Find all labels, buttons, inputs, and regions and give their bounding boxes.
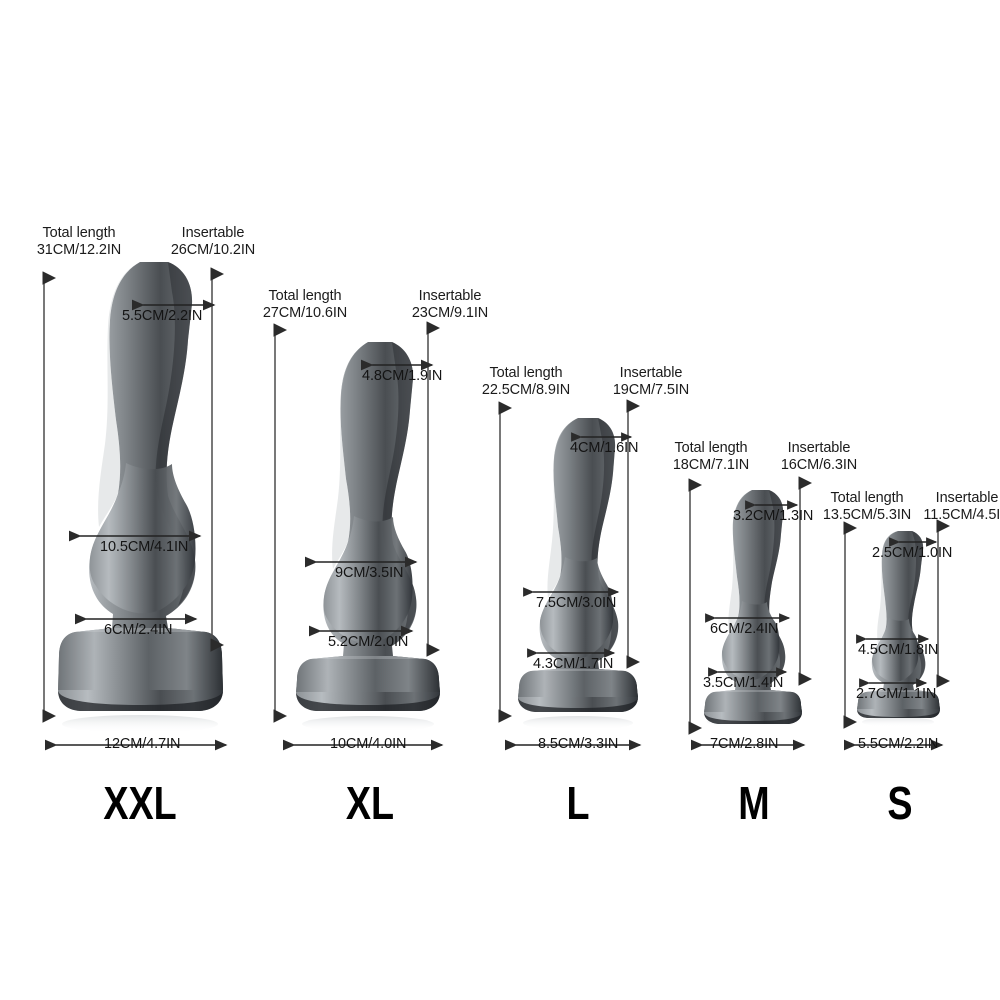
label-tip-width-s: 2.5CM/1.0IN: [872, 545, 953, 561]
label-base-width-s: 5.5CM/2.2IN: [858, 736, 939, 752]
label-tip-width-l: 4CM/1.6IN: [570, 440, 639, 456]
header-insertable-s: Insertable 11.5CM/4.5IN: [923, 490, 1000, 523]
size-label-l: L: [566, 777, 590, 829]
header-insertable-xl: Insertable 23CM/9.1IN: [411, 288, 489, 321]
size-label-xxl: XXL: [103, 777, 177, 829]
label-bulb-width-l: 7.5CM/3.0IN: [536, 595, 617, 611]
header-total-length-xl: Total length 27CM/10.6IN: [262, 288, 348, 321]
header-total-length-m: Total length 18CM/7.1IN: [672, 440, 750, 473]
label-neck-width-m: 3.5CM/1.4IN: [703, 675, 784, 691]
header-insertable-m: Insertable 16CM/6.3IN: [780, 440, 858, 473]
header-total-length-s: Total length 13.5CM/5.3IN: [822, 490, 912, 523]
product-silhouette-xl: [296, 342, 440, 732]
product-silhouette-l: [518, 418, 638, 730]
label-base-width-xxl: 12CM/4.7IN: [104, 736, 181, 752]
product-silhouette-xxl: [58, 262, 223, 733]
header-insertable-xxl: Insertable 26CM/10.2IN: [170, 225, 256, 258]
label-base-width-m: 7CM/2.8IN: [710, 736, 779, 752]
label-bulb-width-m: 6CM/2.4IN: [710, 621, 779, 637]
label-bulb-width-xxl: 10.5CM/4.1IN: [100, 539, 189, 555]
label-base-width-l: 8.5CM/3.3IN: [538, 736, 619, 752]
header-total-length-l: Total length 22.5CM/8.9IN: [481, 365, 571, 398]
label-neck-width-xxl: 6CM/2.4IN: [104, 622, 173, 638]
label-tip-width-xl: 4.8CM/1.9IN: [362, 368, 443, 384]
label-neck-width-l: 4.3CM/1.7IN: [533, 656, 614, 672]
label-tip-width-xxl: 5.5CM/2.2IN: [122, 308, 203, 324]
header-insertable-l: Insertable 19CM/7.5IN: [612, 365, 690, 398]
label-bulb-width-s: 4.5CM/1.8IN: [858, 642, 939, 658]
label-bulb-width-xl: 9CM/3.5IN: [335, 565, 404, 581]
label-neck-width-xl: 5.2CM/2.0IN: [328, 634, 409, 650]
label-neck-width-s: 2.7CM/1.1IN: [856, 686, 937, 702]
product-silhouette-m: [704, 490, 802, 728]
size-label-xl: XL: [345, 777, 395, 829]
label-base-width-xl: 10CM/4.0IN: [330, 736, 407, 752]
header-total-length-xxl: Total length 31CM/12.2IN: [36, 225, 122, 258]
size-label-m: M: [738, 777, 770, 829]
label-tip-width-m: 3.2CM/1.3IN: [733, 508, 814, 524]
size-label-s: S: [887, 777, 913, 829]
